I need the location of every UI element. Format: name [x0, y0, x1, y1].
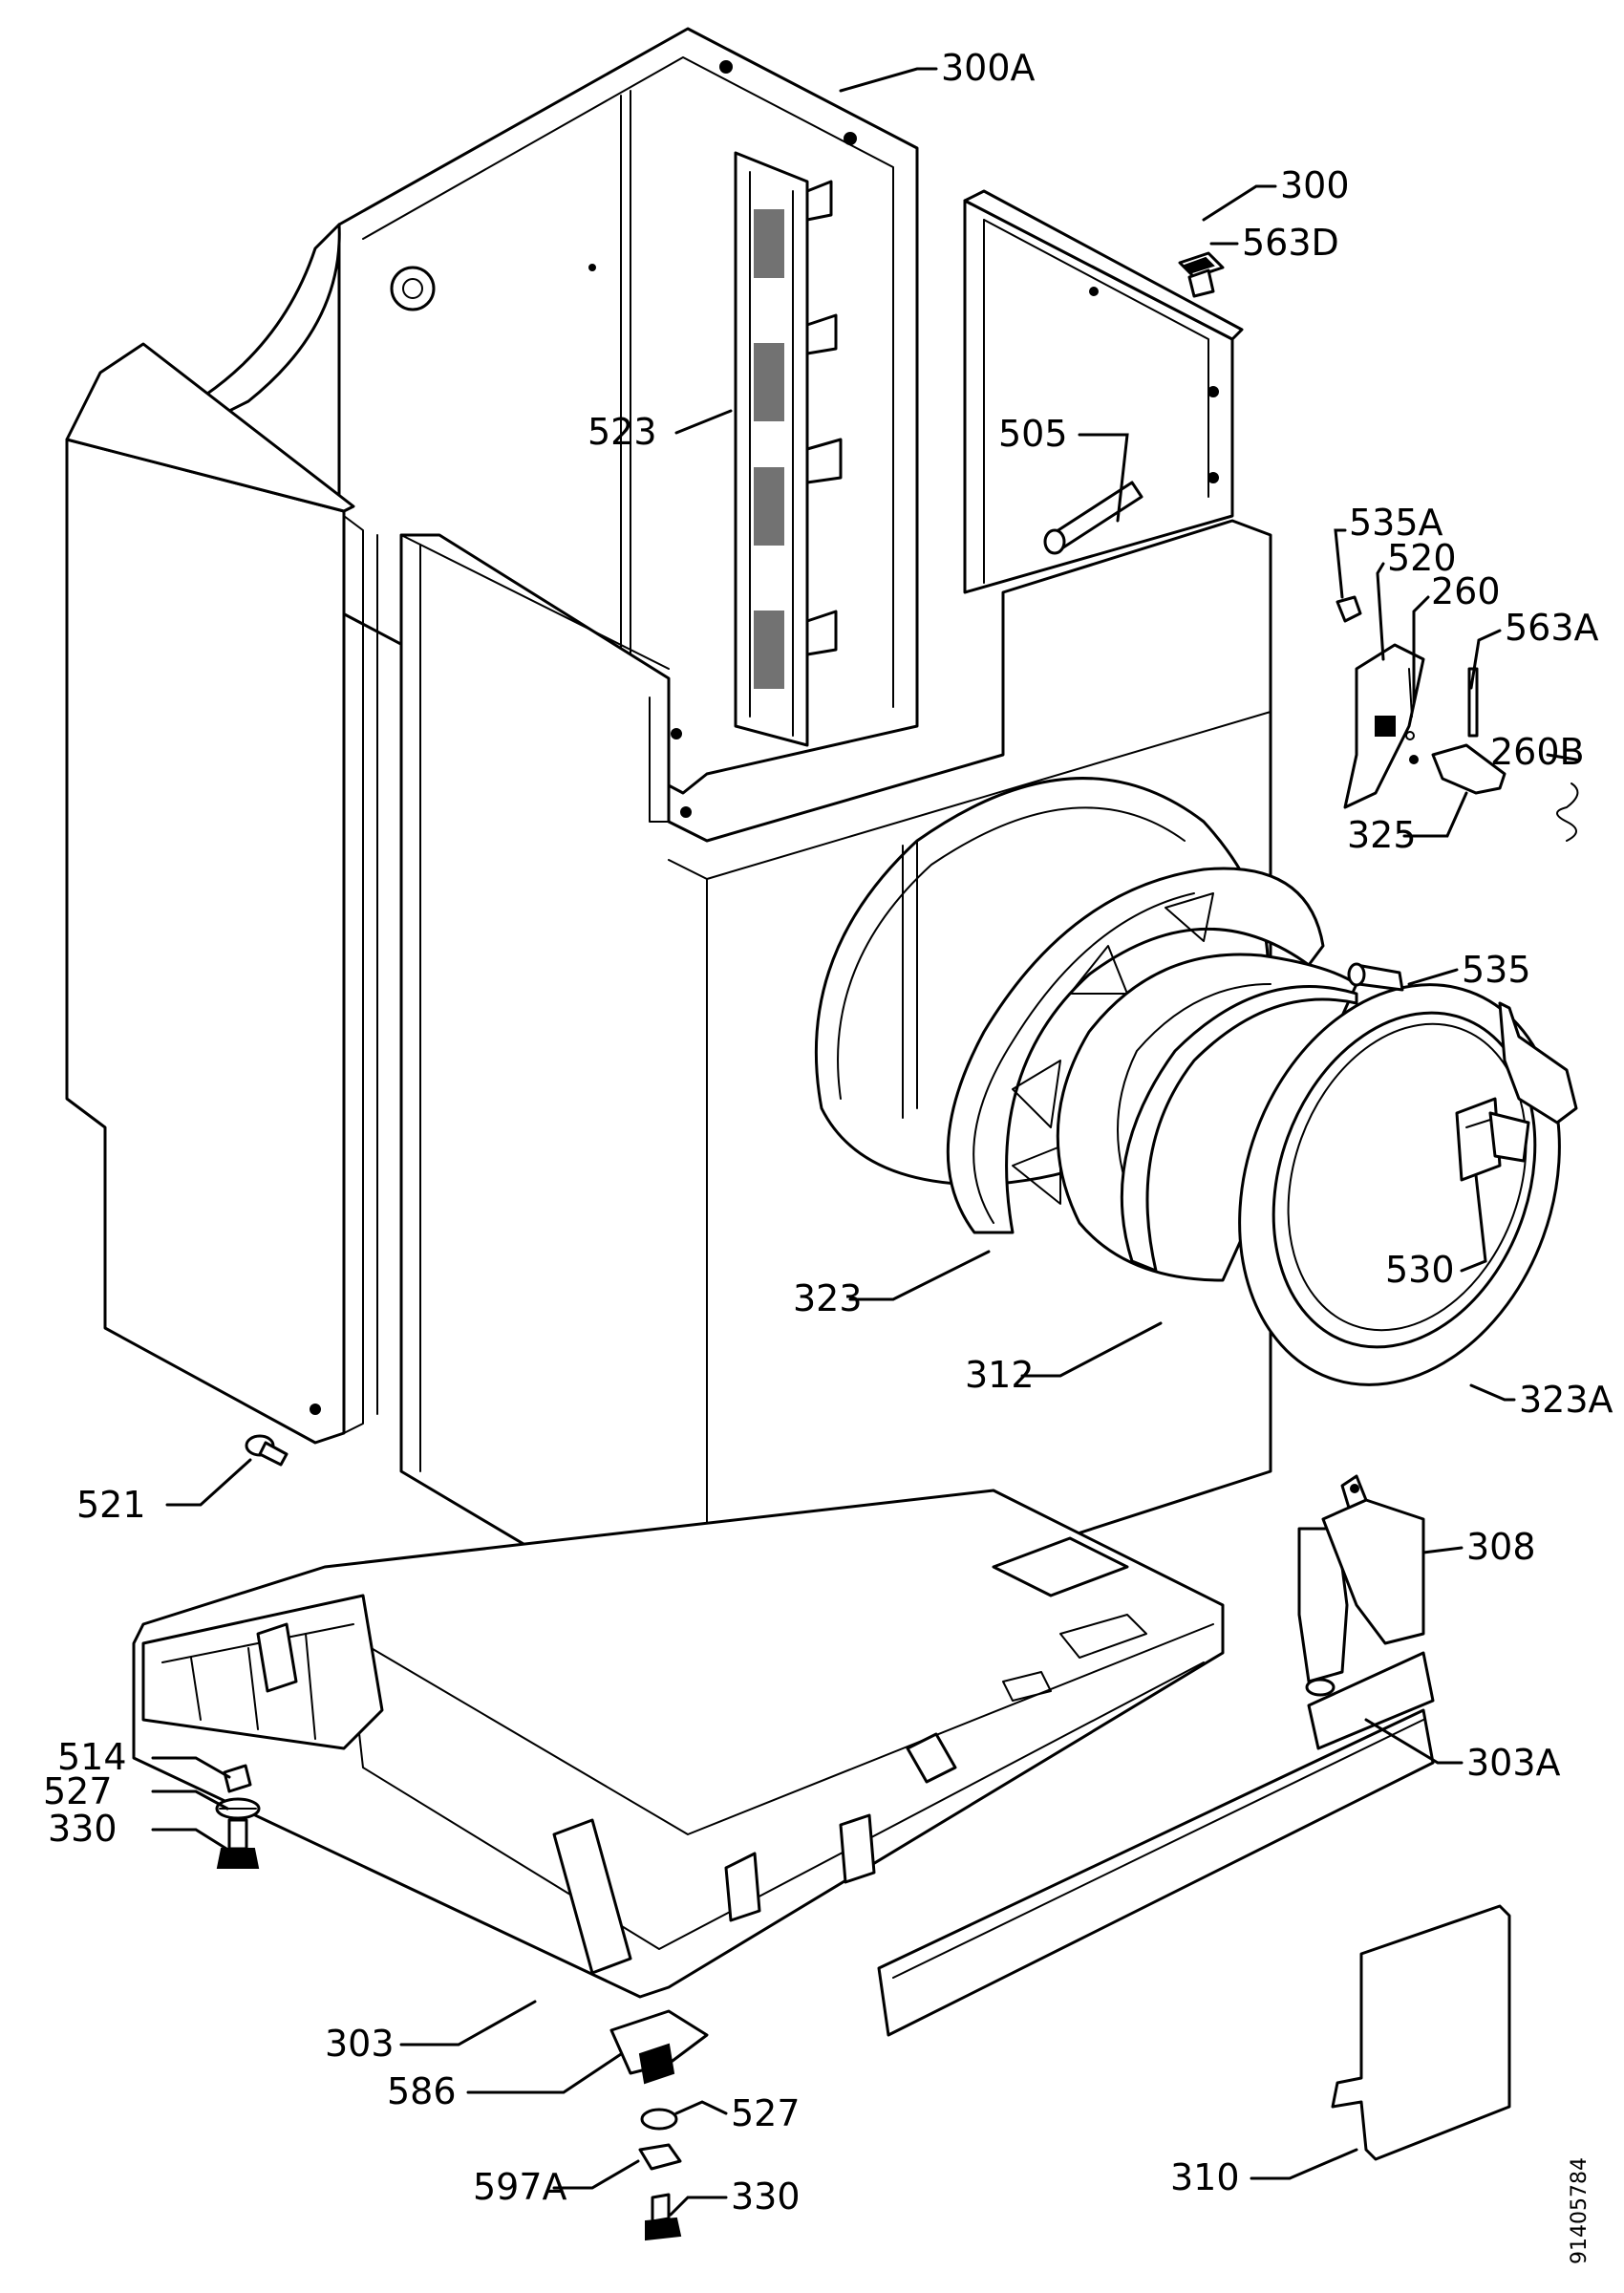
callout-563D: 563D	[1242, 222, 1339, 264]
foot-assembly-right	[609, 2009, 709, 2241]
right-side-panel-300	[963, 189, 1244, 594]
left-side-panel	[65, 342, 378, 1445]
callout-505: 505	[998, 413, 1068, 455]
base-frame-303	[132, 1489, 1225, 1999]
callout-labels: 300A 300 563D 523 505 535A 520 260 563A …	[43, 47, 1613, 2218]
callout-535: 535	[1462, 949, 1531, 991]
callout-597A: 597A	[473, 2166, 567, 2208]
door-lock-assembly	[1336, 595, 1579, 842]
door-outer-ring-323A	[1238, 983, 1578, 1386]
callout-586: 586	[387, 2070, 457, 2112]
callout-310: 310	[1170, 2156, 1240, 2198]
callout-514: 514	[57, 1736, 127, 1778]
leader-lines	[151, 67, 1578, 2217]
callout-563A: 563A	[1505, 607, 1599, 649]
filter-flap-310	[1331, 1904, 1511, 2161]
callout-330-left: 330	[48, 1808, 118, 1850]
callout-323A: 323A	[1519, 1379, 1613, 1421]
callout-323: 323	[793, 1277, 863, 1319]
door-handle-530	[1455, 1097, 1530, 1182]
callout-527-right: 527	[731, 2092, 801, 2134]
callout-303: 303	[325, 2023, 395, 2065]
callout-521: 521	[76, 1484, 146, 1526]
hinge-308	[1297, 1474, 1425, 1697]
callout-535A: 535A	[1349, 502, 1443, 544]
callout-530: 530	[1385, 1249, 1455, 1291]
callout-330-right: 330	[731, 2175, 801, 2218]
rear-panel-bracket-523	[734, 151, 843, 747]
fitting-563D	[1178, 251, 1225, 298]
callout-260B: 260B	[1490, 731, 1585, 773]
document-number: 91405784	[1568, 2157, 1592, 2264]
door-glass-bowl-312	[1056, 953, 1358, 1282]
hinge-pin-535	[1347, 962, 1404, 992]
screw-521	[245, 1434, 288, 1467]
callout-308: 308	[1466, 1526, 1536, 1568]
callout-523: 523	[588, 411, 657, 453]
callout-312: 312	[965, 1354, 1035, 1396]
callout-325: 325	[1347, 814, 1417, 856]
foot-assembly-left	[215, 1764, 261, 1869]
callout-520: 520	[1387, 537, 1457, 579]
kick-plate-303A	[1307, 1651, 1435, 1750]
callout-300: 300	[1280, 164, 1350, 206]
callout-260: 260	[1431, 570, 1501, 612]
callout-303A: 303A	[1466, 1742, 1561, 1784]
callout-527-left: 527	[43, 1770, 113, 1812]
plinth-strip	[877, 1708, 1435, 2037]
door-inner-ring-323	[946, 867, 1325, 1234]
callout-300A: 300A	[941, 47, 1036, 89]
